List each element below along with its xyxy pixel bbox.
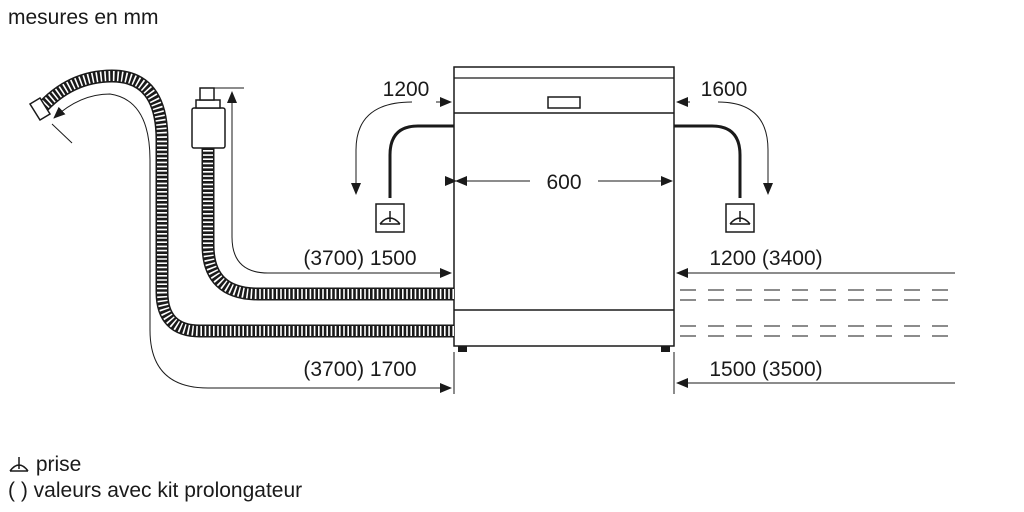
control-panel-display [547, 96, 581, 109]
width-dimension: 600 [445, 171, 673, 194]
socket-icon [725, 203, 755, 233]
inlet-hose-right-label: 1500 (3500) [709, 358, 822, 381]
width-label: 600 [546, 171, 581, 194]
legend-socket: prise [8, 452, 81, 478]
legend-extension-label: valeurs avec kit prolongateur [33, 479, 303, 502]
power-cord-right-label: 1600 [701, 78, 748, 101]
legend-socket-label: prise [35, 453, 82, 476]
drain-hose-left-label: (3700) 1500 [303, 247, 416, 270]
inlet-hose: (3700) 1700 [28, 69, 454, 393]
aquastop-box [191, 107, 226, 149]
foot-left [458, 346, 467, 352]
legend-extension-symbol: ( ) [8, 479, 28, 502]
page-title: mesures en mm [8, 6, 159, 29]
foot-right [661, 346, 670, 352]
dishwasher [453, 66, 675, 352]
power-cord-right: 1600 [674, 78, 773, 233]
tap-fitting [199, 87, 215, 101]
power-cord-left-label: 1200 [383, 78, 430, 101]
hose-end-fitting [28, 96, 52, 122]
socket-symbol-icon [9, 457, 29, 472]
power-cord-left: 1200 [351, 78, 454, 233]
drain-hose-right-label: 1200 (3400) [709, 247, 822, 270]
legend-extension: ( ) valeurs avec kit prolongateur [8, 478, 302, 504]
inlet-hose-left-label: (3700) 1700 [303, 358, 416, 381]
dishwasher-body [453, 66, 675, 347]
right-hoses: 1200 (3400) 1500 (3500) [676, 247, 955, 388]
aquastop-connector [195, 99, 221, 109]
drain-hose: (3700) 1500 [191, 87, 454, 301]
